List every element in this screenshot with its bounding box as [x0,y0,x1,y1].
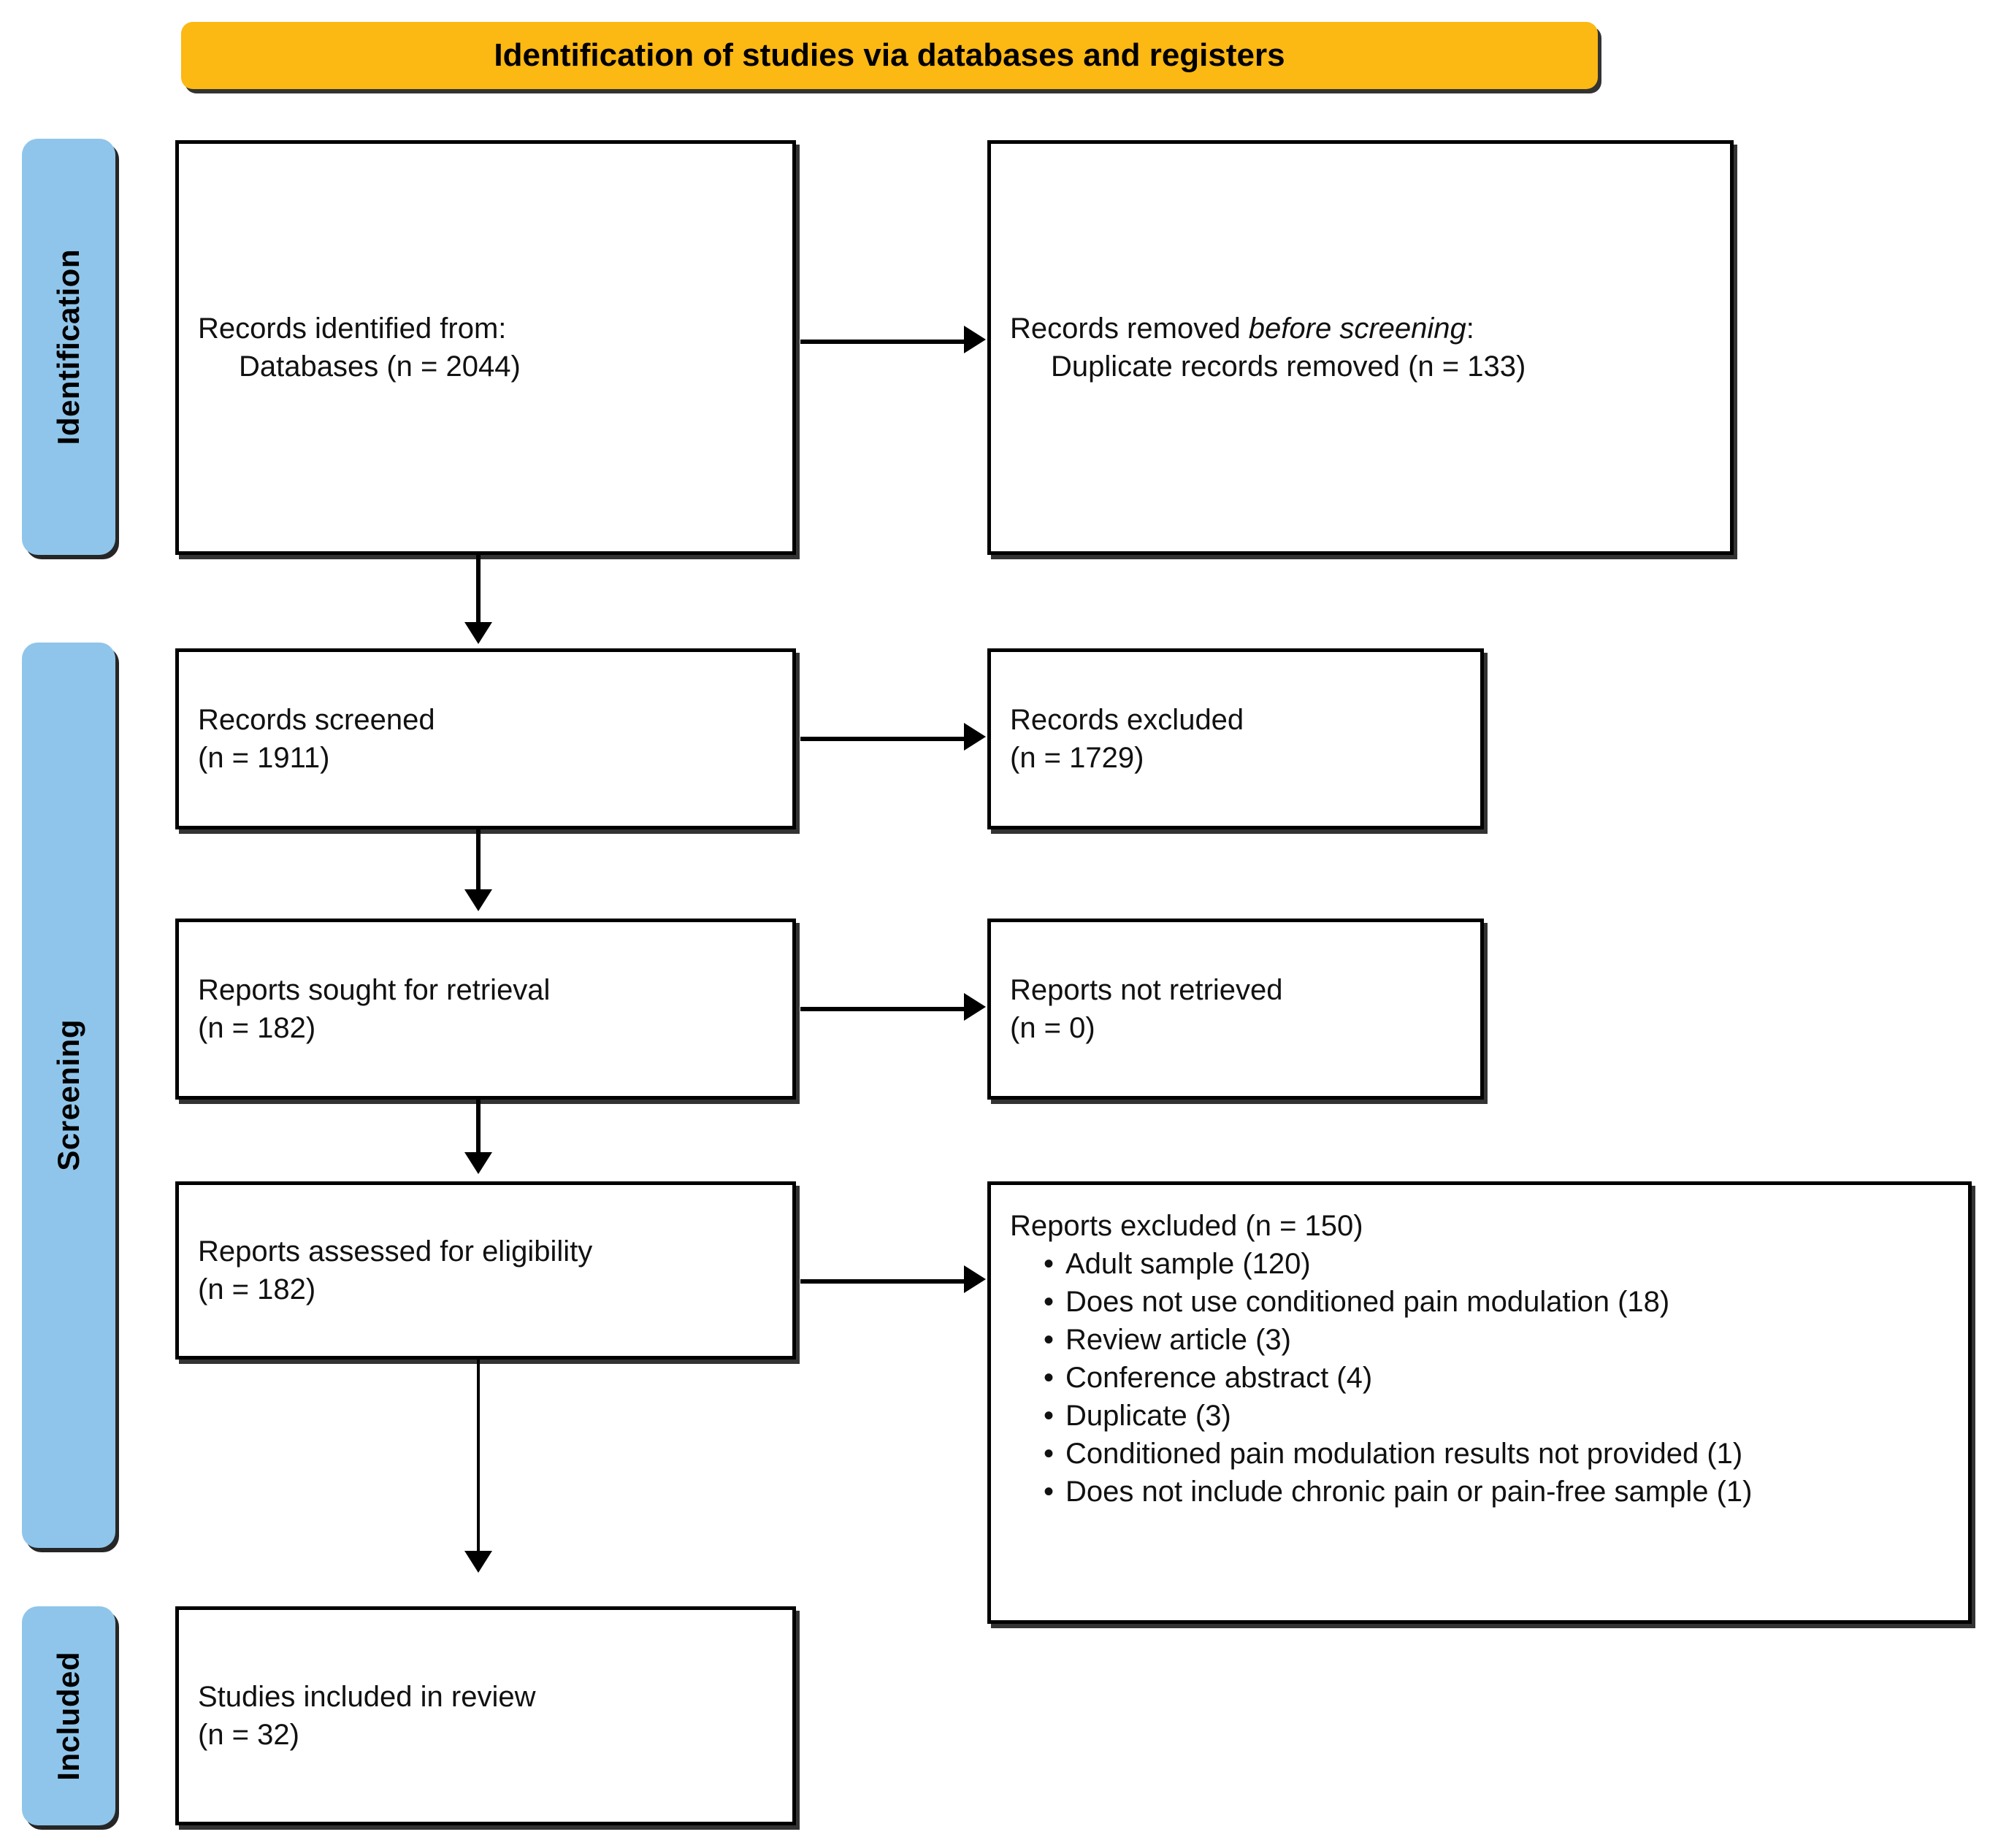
arrowhead-assessed-to-included [464,1551,492,1573]
connector-sought-to-not-retrieved [800,1007,965,1011]
records-screened-line-2: (n = 1911) [198,742,330,774]
records-screened-line-1: Records screened [198,704,435,736]
connector-identified-to-screened [476,555,481,625]
connector-assessed-to-included [477,1360,480,1554]
stage-label-screening: Screening [51,1019,85,1171]
box-records-screened: Records screened (n = 1911) [175,648,796,829]
connector-sought-to-assessed [476,1100,481,1155]
list-item: Conference abstract (4) [1044,1359,1949,1397]
reports-assessed-line-2: (n = 182) [198,1273,316,1306]
stage-pill-screening: Screening [22,643,115,1548]
stage-label-included: Included [51,1651,85,1781]
records-removed-prefix: Records removed [1010,313,1249,345]
box-records-removed: Records removed before screening: Duplic… [987,140,1734,555]
list-item: Does not include chronic pain or pain-fr… [1044,1473,1949,1511]
list-item: Adult sample (120) [1044,1245,1949,1283]
records-identified-line-2: Databases (n = 2044) [239,350,521,383]
connector-screened-to-excluded [800,737,965,741]
connector-assessed-to-reports-excluded [800,1279,965,1284]
records-excluded-line-2: (n = 1729) [1010,742,1144,774]
records-removed-italic: before screening [1248,313,1466,345]
reports-assessed-line-1: Reports assessed for eligibility [198,1235,593,1268]
box-records-excluded: Records excluded (n = 1729) [987,648,1484,829]
arrowhead-identified-to-removed [964,326,986,353]
stage-pill-included: Included [22,1606,115,1825]
connector-identified-to-removed [800,340,965,344]
arrowhead-assessed-to-reports-excluded [964,1265,986,1293]
arrowhead-identified-to-screened [464,622,492,644]
reports-not-retrieved-line-2: (n = 0) [1010,1012,1095,1044]
list-item: Does not use conditioned pain modulation… [1044,1283,1949,1321]
box-studies-included: Studies included in review (n = 32) [175,1606,796,1825]
arrowhead-screened-to-sought [464,889,492,911]
reports-excluded-reason-list: Adult sample (120) Does not use conditio… [1010,1245,1949,1511]
reports-not-retrieved-line-1: Reports not retrieved [1010,974,1283,1006]
diagram-banner: Identification of studies via databases … [181,22,1598,89]
records-identified-line-1: Records identified from: [198,313,507,345]
list-item: Duplicate (3) [1044,1397,1949,1435]
stage-label-identification: Identification [51,248,85,445]
stage-pill-identification: Identification [22,139,115,555]
box-reports-assessed: Reports assessed for eligibility (n = 18… [175,1181,796,1360]
banner-title: Identification of studies via databases … [494,37,1285,73]
records-removed-suffix: : [1466,313,1474,345]
reports-excluded-title: Reports excluded (n = 150) [1010,1210,1363,1242]
studies-included-line-2: (n = 32) [198,1719,299,1751]
studies-included-line-1: Studies included in review [198,1681,536,1713]
reports-sought-line-1: Reports sought for retrieval [198,974,551,1006]
list-item: Conditioned pain modulation results not … [1044,1435,1949,1473]
connector-screened-to-sought [476,829,481,892]
arrowhead-sought-to-not-retrieved [964,993,986,1021]
arrowhead-sought-to-assessed [464,1152,492,1174]
box-reports-excluded: Reports excluded (n = 150) Adult sample … [987,1181,1972,1624]
records-excluded-line-1: Records excluded [1010,704,1244,736]
box-records-identified: Records identified from: Databases (n = … [175,140,796,555]
box-reports-sought: Reports sought for retrieval (n = 182) [175,919,796,1100]
reports-sought-line-2: (n = 182) [198,1012,316,1044]
box-reports-not-retrieved: Reports not retrieved (n = 0) [987,919,1484,1100]
arrowhead-screened-to-excluded [964,723,986,751]
records-removed-line-2: Duplicate records removed (n = 133) [1051,350,1526,383]
list-item: Review article (3) [1044,1321,1949,1359]
records-removed-line-1: Records removed before screening: [1010,310,1711,348]
